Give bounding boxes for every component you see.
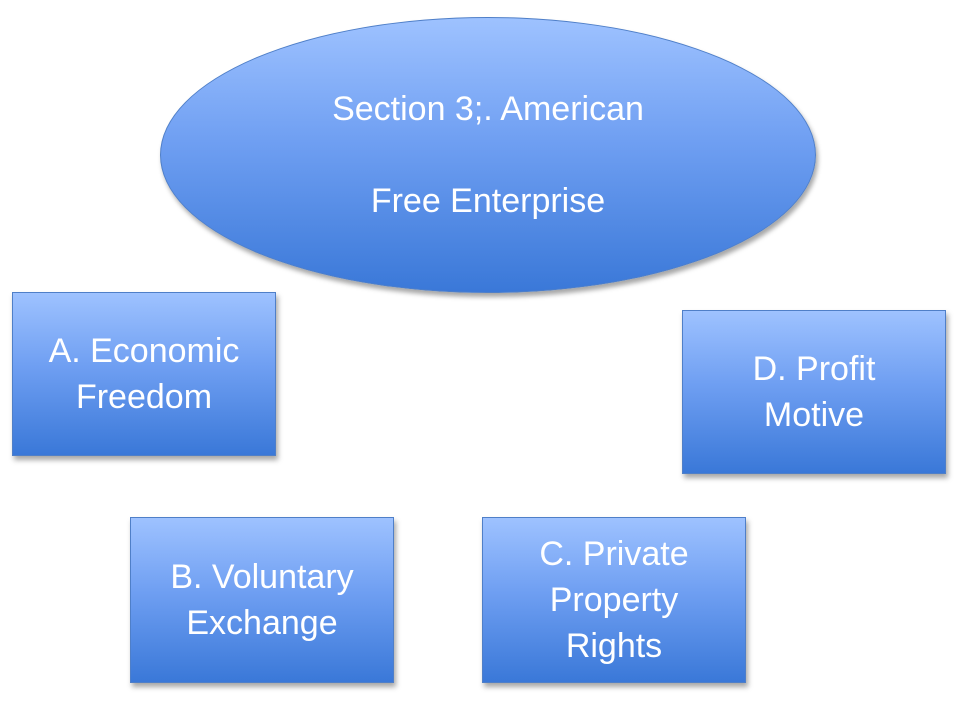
central-topic-ellipse: Section 3;. American Free Enterprise (160, 17, 816, 293)
central-topic-label: Section 3;. American Free Enterprise (288, 40, 688, 270)
node-d-line-2: Motive (763, 396, 865, 434)
central-topic-line-1: Section 3;. American (332, 90, 644, 128)
node-label: B. Voluntary Exchange (131, 554, 393, 646)
node-b-line-1: B. Voluntary (170, 558, 354, 596)
node-label: C. Private Property Rights (483, 531, 745, 669)
node-label: A. Economic Freedom (13, 328, 275, 420)
node-economic-freedom: A. Economic Freedom (12, 292, 276, 456)
node-d-line-1: D. Profit (752, 350, 876, 388)
node-profit-motive: D. Profit Motive (682, 310, 946, 474)
node-b-line-2: Exchange (186, 604, 338, 642)
node-c-line-3: Rights (565, 627, 663, 665)
node-a-line-1: A. Economic (48, 332, 240, 370)
node-voluntary-exchange: B. Voluntary Exchange (130, 517, 394, 683)
node-c-line-2: Property (549, 581, 679, 619)
central-topic-line-2: Free Enterprise (370, 182, 606, 220)
node-c-line-1: C. Private (539, 535, 689, 573)
node-label: D. Profit Motive (683, 346, 945, 438)
node-a-line-2: Freedom (75, 378, 213, 416)
node-private-property-rights: C. Private Property Rights (482, 517, 746, 683)
